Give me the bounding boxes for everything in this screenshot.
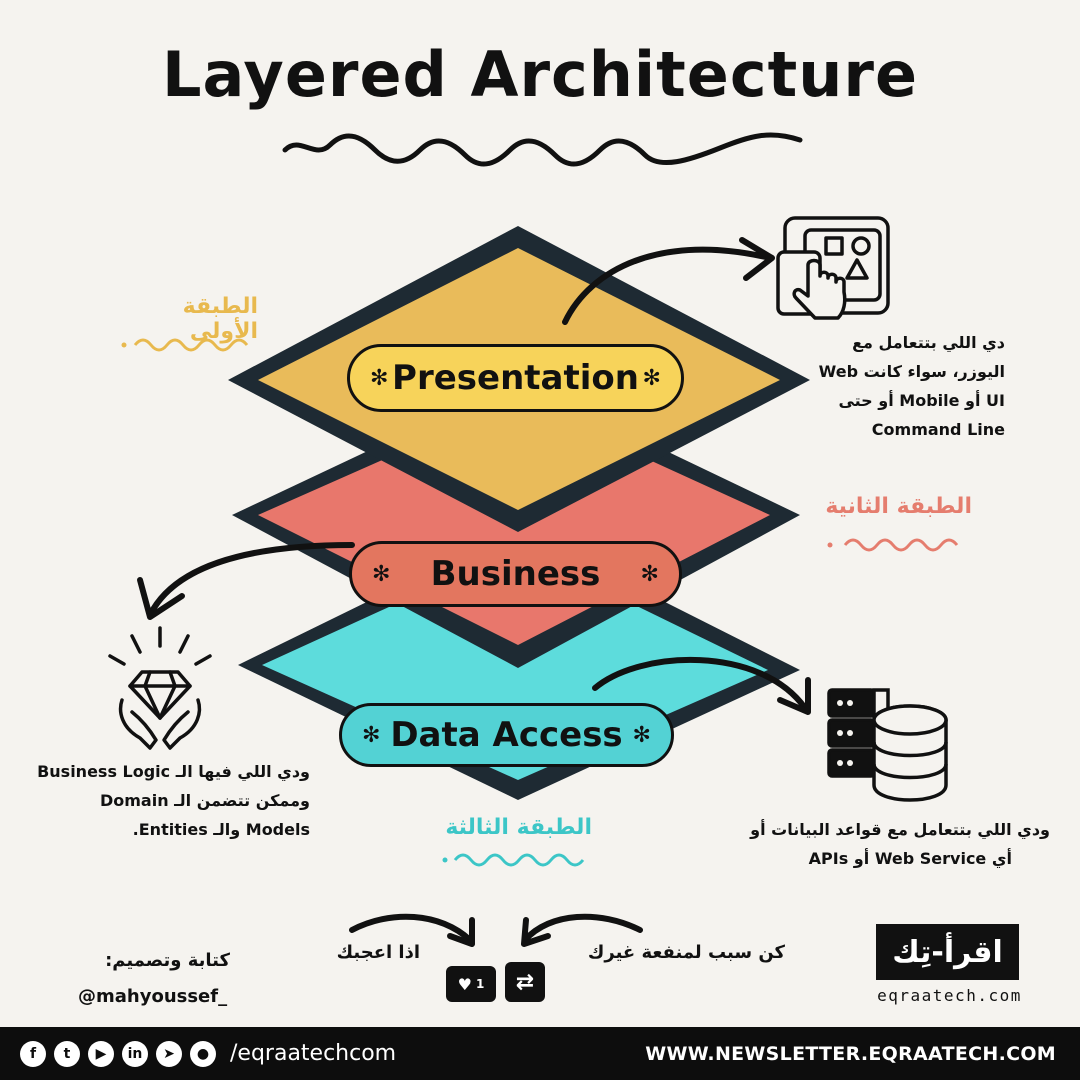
eqraatech-logo: اقرأ-تِك <box>876 924 1019 980</box>
business-label: Business <box>430 554 601 594</box>
asterisk-icon: ✻ <box>640 561 659 587</box>
data-access-pill: ✻ Data Access ✻ <box>339 703 674 767</box>
page-title: Layered Architecture <box>161 38 919 111</box>
ui-touch-icon <box>776 216 890 320</box>
like-button[interactable]: ♥ 1 <box>446 966 496 1002</box>
asterisk-icon: ✻ <box>632 722 651 748</box>
squiggle-teal <box>453 853 585 867</box>
newsletter-link[interactable]: WWW.NEWSLETTER.EQRAATECH.COM <box>645 1042 1056 1065</box>
presentation-description: دي اللي بتتعامل مع اليوزر، سواء كانت Web… <box>790 328 1005 444</box>
asterisk-icon: ✻ <box>642 365 661 391</box>
arrow-data-access <box>592 656 808 711</box>
data-access-label: Data Access <box>390 715 623 755</box>
repost-button[interactable]: ⇄ <box>505 962 545 1002</box>
presentation-label: Presentation <box>392 358 639 398</box>
description-line: UI أو Mobile أو حتى <box>838 391 1005 410</box>
logo-url[interactable]: eqraatech.com <box>877 986 1022 1005</box>
description-line: ودي اللي فيها الـ Business Logic <box>37 762 310 781</box>
squiggle-red <box>843 538 959 552</box>
presentation-pill: ✻ Presentation ✻ <box>347 344 684 412</box>
description-line: أي Web Service أو APIs <box>808 849 1012 868</box>
arrow-presentation <box>562 246 773 325</box>
asterisk-icon: ✻ <box>372 561 391 587</box>
like-count: 1 <box>475 977 485 991</box>
youtube-icon[interactable]: ▶ <box>88 1040 114 1067</box>
data-access-description: ودي اللي بتتعامل مع قواعد البيانات أو أي… <box>690 815 1050 873</box>
share-arrow <box>522 913 643 943</box>
description-line: ودي اللي بتتعامل مع قواعد البيانات أو <box>750 820 1050 839</box>
asterisk-icon: ✻ <box>362 722 381 748</box>
like-text: اذا اعجبك <box>336 942 420 963</box>
heart-icon: ♥ <box>457 974 472 994</box>
squiggle-yellow <box>133 338 249 352</box>
description-line: اليوزر، سواء كانت Web <box>818 362 1005 381</box>
title-underline <box>282 132 803 167</box>
github-icon[interactable]: ● <box>190 1040 216 1067</box>
footer-bar: f t ▶ in ➤ ● /eqraatechcom WWW.NEWSLETTE… <box>0 1027 1080 1080</box>
diamond-hands-icon <box>108 626 212 750</box>
description-line: دي اللي بتتعامل مع <box>852 333 1005 352</box>
description-line: Models والـ Entities. <box>132 820 310 839</box>
author-handle[interactable]: @mahyoussef_ <box>78 986 228 1007</box>
layer-label-third: الطبقة الثالثة <box>445 815 592 840</box>
description-line: Command Line <box>871 420 1005 439</box>
twitter-icon[interactable]: t <box>54 1040 80 1067</box>
layer-label-second: الطبقة الثانية <box>825 494 972 519</box>
arrow-business <box>147 542 355 618</box>
database-server-icon <box>827 688 948 802</box>
business-pill: ✻ Business ✻ <box>349 541 682 607</box>
business-description: ودي اللي فيها الـ Business Logic وممكن ت… <box>20 757 310 844</box>
layer-label-first: الطبقة الأولى <box>182 294 258 344</box>
asterisk-icon: ✻ <box>370 365 389 391</box>
share-text: كن سبب لمنفعة غيرك <box>587 942 785 963</box>
facebook-icon[interactable]: f <box>20 1040 46 1067</box>
telegram-icon[interactable]: ➤ <box>156 1040 182 1067</box>
linkedin-icon[interactable]: in <box>122 1040 148 1067</box>
author-label: كتابة وتصميم: <box>105 950 230 971</box>
social-links: f t ▶ in ➤ ● /eqraatechcom <box>20 1040 397 1067</box>
footer-handle[interactable]: /eqraatechcom <box>230 1041 397 1066</box>
like-arrow <box>349 913 473 943</box>
description-line: وممكن تتضمن الـ Domain <box>99 791 310 810</box>
repost-icon: ⇄ <box>515 969 535 995</box>
